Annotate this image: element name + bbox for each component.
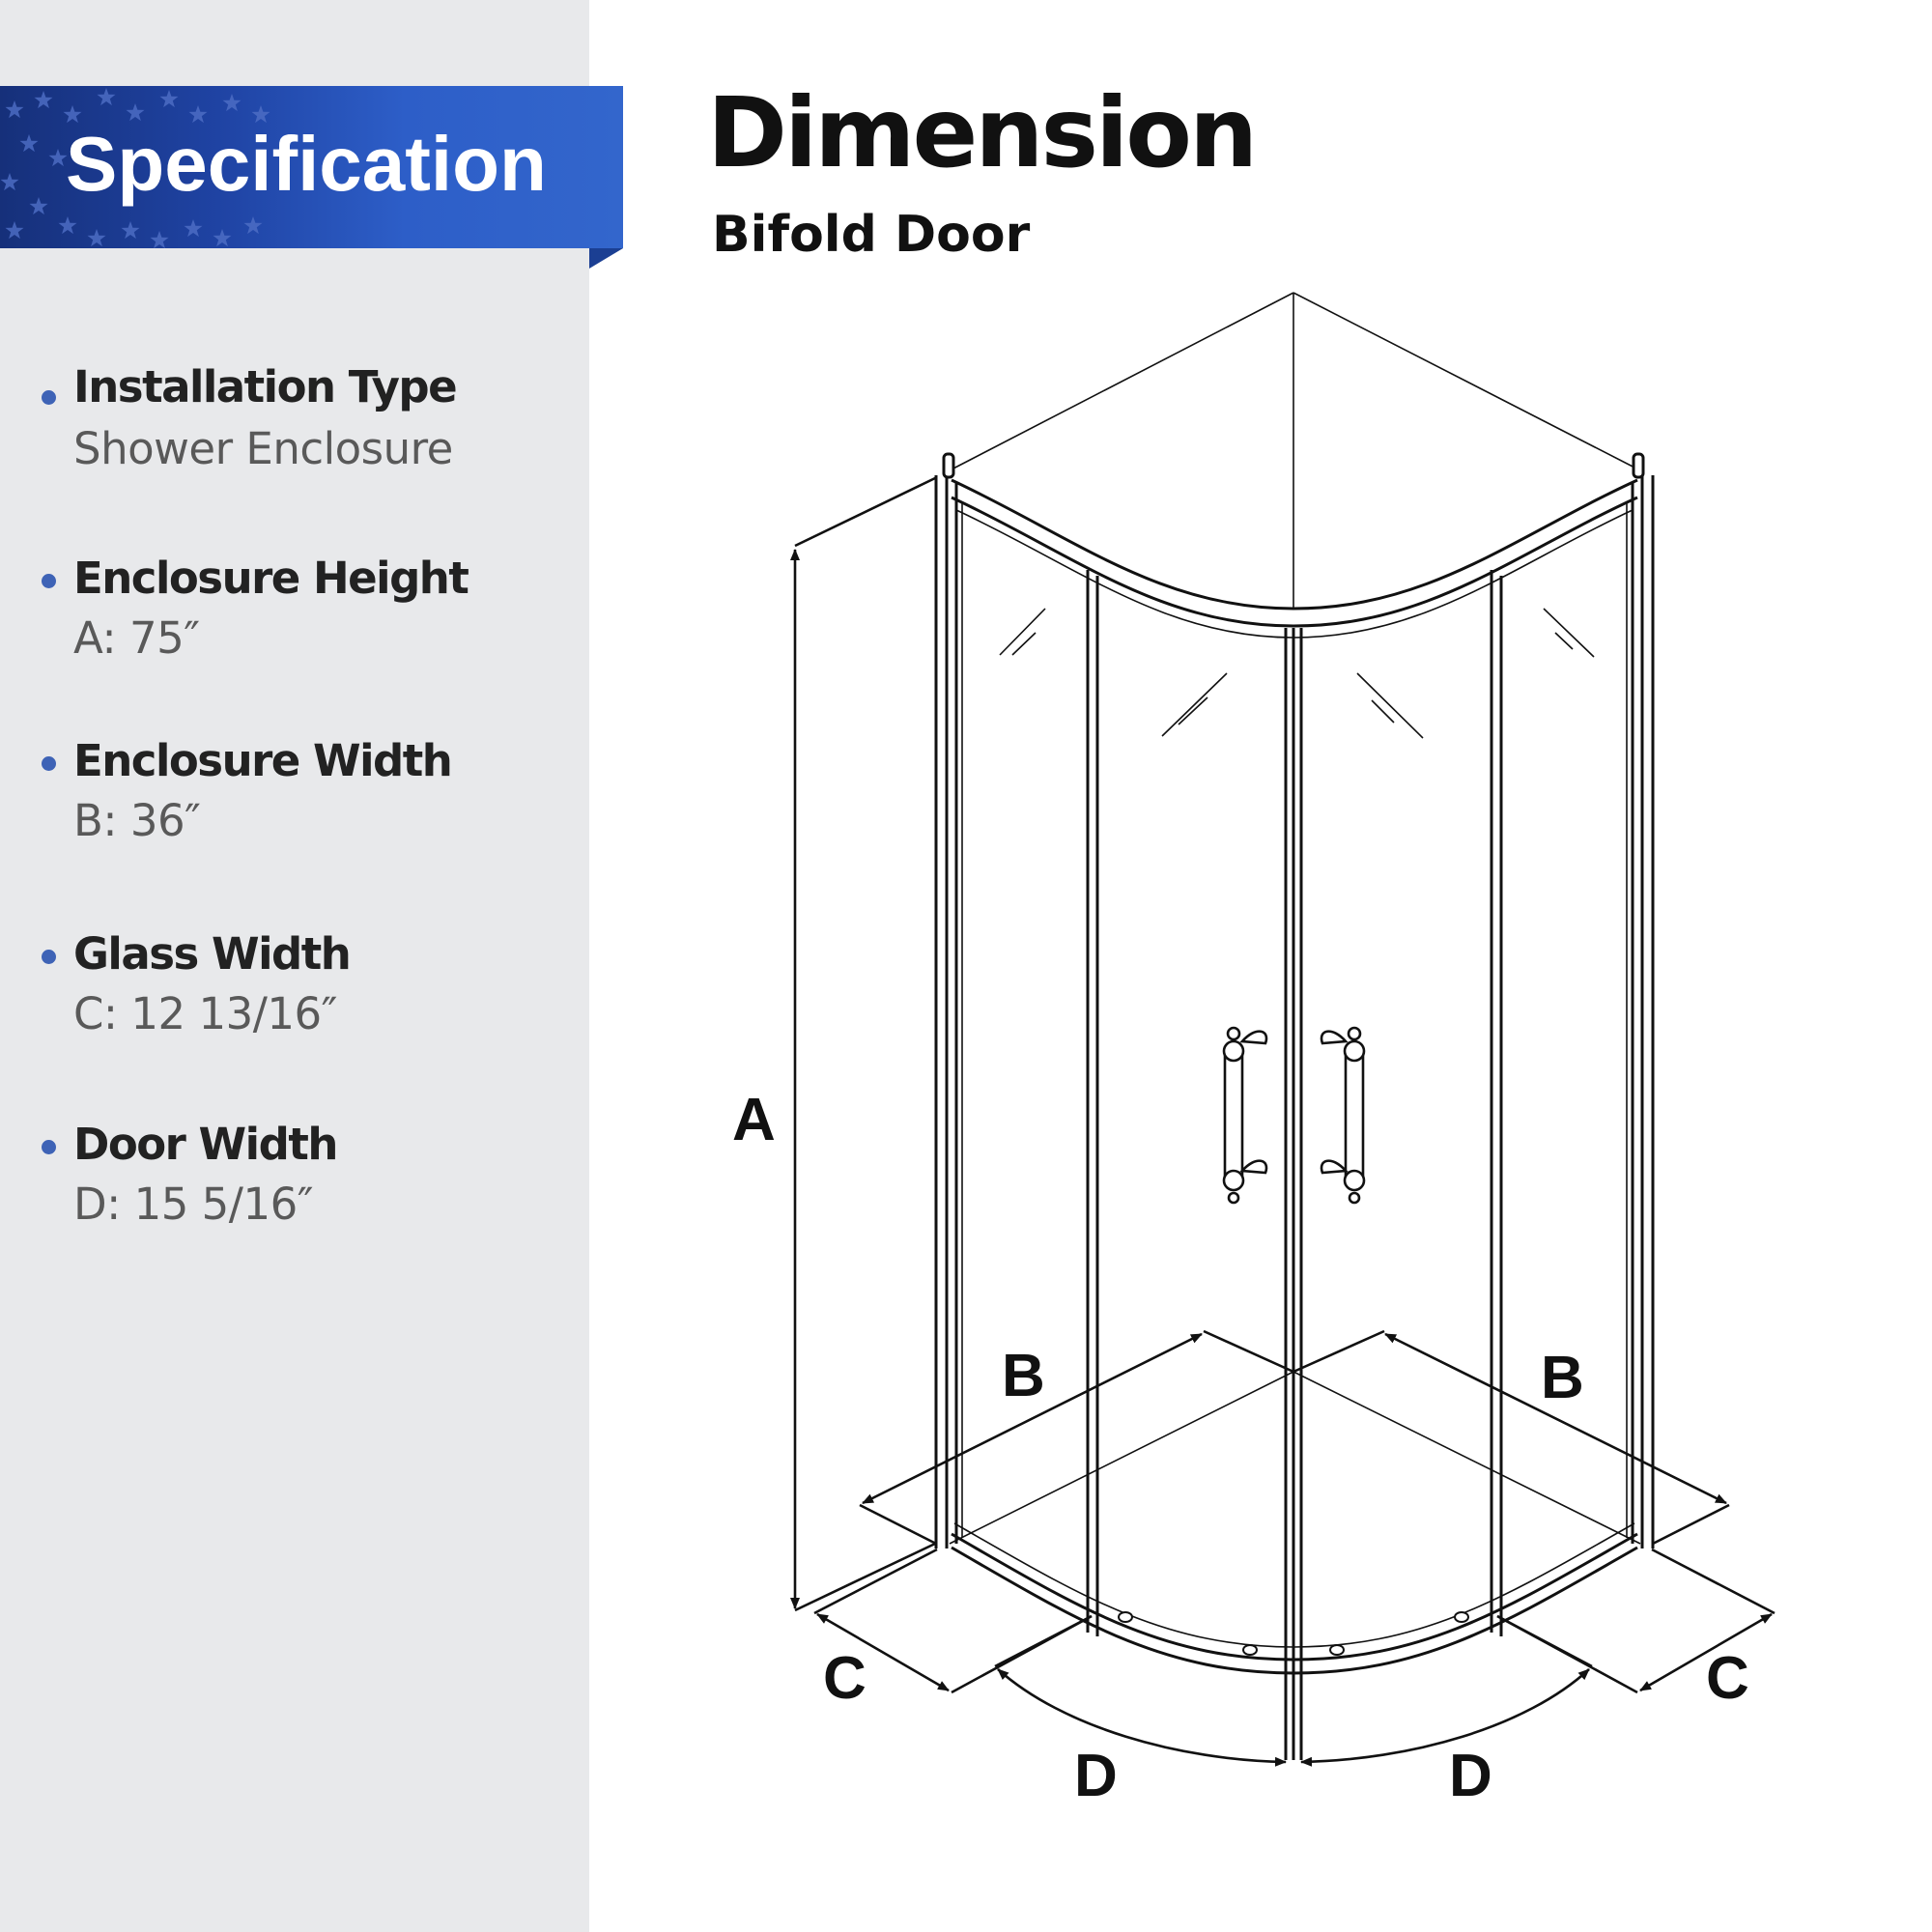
spec-label: Installation Type (73, 361, 458, 412)
glass-reflections (999, 608, 1595, 739)
panel-posts (1086, 570, 1503, 1760)
spec-label: Glass Width (73, 928, 352, 980)
dimension-b-left (859, 1329, 1294, 1546)
door-handle-left-icon (1222, 1026, 1268, 1205)
banner-title: Specification (66, 121, 547, 207)
bullet-icon (42, 1140, 56, 1154)
spec-value: A: 75″ (73, 612, 200, 664)
spec-value: D: 15 5/16″ (73, 1179, 314, 1230)
label-d-right: D (1449, 1743, 1492, 1809)
banner-fold (589, 248, 623, 269)
label-b-left: B (1002, 1343, 1045, 1409)
specification-panel (0, 0, 589, 1932)
top-frame (951, 478, 1638, 639)
left-wall-post (934, 452, 963, 1548)
spec-label: Enclosure Height (73, 553, 469, 604)
ceiling-outline (949, 292, 1641, 609)
bullet-icon (42, 950, 56, 964)
spec-value: C: 12 13/16″ (73, 988, 337, 1039)
door-handle-right-icon (1320, 1026, 1366, 1205)
label-c-right: C (1706, 1645, 1749, 1712)
page-title: Dimension (707, 76, 1258, 189)
door-rollers (1118, 1611, 1469, 1656)
page-subtitle: Bifold Door (712, 206, 1031, 264)
dimension-b-right (1293, 1329, 1730, 1546)
specification-banner (0, 86, 623, 248)
dimension-d-right (1300, 1614, 1593, 1767)
dimension-a (790, 476, 936, 1612)
spec-label: Door Width (73, 1119, 338, 1170)
label-b-right: B (1541, 1345, 1584, 1411)
label-a: A (732, 1087, 776, 1153)
spec-value: Shower Enclosure (73, 423, 453, 474)
bullet-icon (42, 574, 56, 588)
spec-value: B: 36″ (73, 795, 201, 846)
bullet-icon (42, 756, 56, 771)
spec-label: Enclosure Width (73, 735, 453, 786)
dimension-d-left (994, 1614, 1287, 1767)
label-c-left: C (823, 1645, 867, 1712)
bullet-icon (42, 390, 56, 405)
right-wall-post (1626, 452, 1655, 1548)
label-d-left: D (1074, 1743, 1118, 1809)
